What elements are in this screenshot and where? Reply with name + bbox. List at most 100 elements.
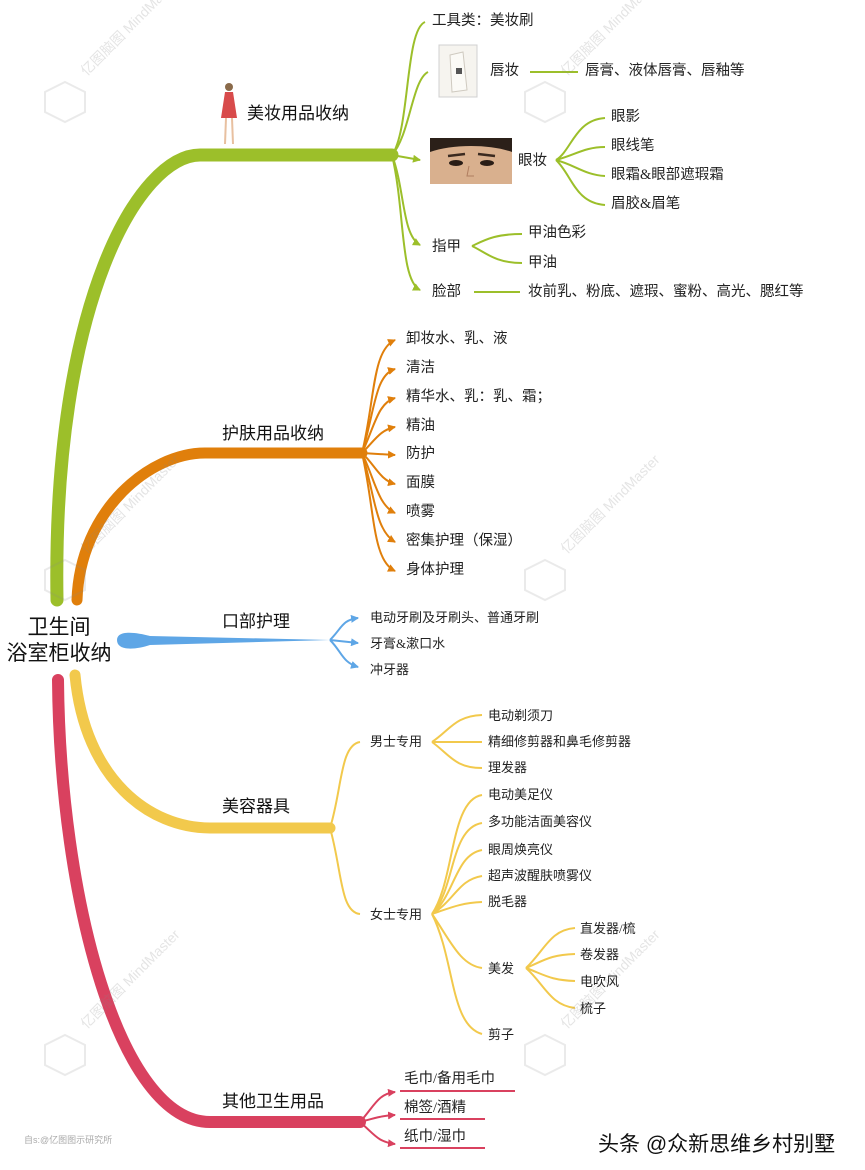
- branch-other-line: [52, 674, 366, 1128]
- skincare-item: 清洁: [406, 360, 435, 376]
- men-fork-3: [431, 741, 483, 769]
- makeup-fork-lips: [391, 71, 429, 156]
- nails-fork-2: [471, 245, 523, 264]
- branch-beauty-line: [69, 669, 336, 834]
- beauty-hair-item: 卷发器: [580, 947, 620, 962]
- men-fork-1: [431, 714, 483, 743]
- women-fork-4: [431, 875, 483, 915]
- branch-skincare-label: 护肤用品收纳: [222, 424, 324, 443]
- beauty-women-item: 脱毛器: [488, 894, 528, 909]
- hair-fork-4: [525, 967, 576, 1009]
- hair-fork-1: [525, 927, 576, 969]
- skincare-item: 密集护理（保湿）: [406, 533, 522, 549]
- oral-item: 冲牙器: [370, 662, 410, 677]
- skincare-fork-6: [361, 452, 396, 487]
- beauty-women-item: 超声波醒肤喷雾仪: [488, 868, 593, 883]
- skincare-fork-7: [361, 452, 396, 514]
- makeup-eyes-item: 眼影: [611, 109, 640, 125]
- skincare-fork-9: [361, 452, 396, 572]
- skincare-item: 面膜: [406, 475, 435, 491]
- makeup-fork-eyes: [391, 154, 421, 163]
- branch-oral-label: 口部护理: [222, 612, 290, 631]
- makeup-eyes-label: 眼妆: [518, 153, 547, 169]
- oral-fork-2: [329, 638, 359, 647]
- root-line2: 浴室柜收纳: [6, 641, 112, 666]
- beauty-women-item: 眼周焕亮仪: [488, 842, 554, 857]
- skincare-fork-5: [361, 450, 396, 459]
- eyes-photo-icon: [430, 138, 512, 184]
- woman-figure-icon: [221, 83, 237, 145]
- other-fork-1: [359, 1088, 396, 1123]
- beauty-men-item: 精细修剪器和鼻毛修剪器: [488, 734, 632, 749]
- makeup-fork-tools: [391, 21, 426, 156]
- makeup-eyes-item: 眼线笔: [611, 138, 655, 154]
- other-fork-2: [359, 1111, 396, 1123]
- women-fork-hair: [431, 913, 483, 969]
- beauty-fork-men: [329, 741, 361, 829]
- beauty-women-label: 女士专用: [370, 907, 423, 922]
- makeup-nails-item: 甲油色彩: [528, 225, 586, 241]
- branch-skincare-line: [71, 447, 368, 606]
- skincare-fork-3: [361, 396, 396, 454]
- oral-fork-3: [329, 639, 359, 669]
- beauty-men-item: 理发器: [488, 760, 528, 775]
- skincare-item: 精华水、乳：乳、霜；: [406, 389, 551, 405]
- makeup-nails-label: 指甲: [432, 239, 461, 255]
- other-item: 棉签/酒精: [404, 1100, 467, 1116]
- beauty-scissors-label: 剪子: [488, 1027, 515, 1042]
- beauty-hair-item: 直发器/梳: [580, 921, 636, 936]
- makeup-face-detail: 妆前乳、粉底、遮瑕、蜜粉、高光、腮红等: [528, 284, 804, 300]
- makeup-fork-face: [391, 154, 421, 291]
- hair-fork-2: [525, 953, 576, 969]
- beauty-men-item: 电动剃须刀: [488, 708, 554, 723]
- branch-other-label: 其他卫生用品: [222, 1092, 324, 1111]
- branch-beauty-label: 美容器具: [222, 797, 290, 816]
- footer-credit: 头条 @众新思维乡村别墅: [598, 1133, 836, 1156]
- women-fork-2: [431, 822, 483, 915]
- beauty-hair-item: 梳子: [580, 1001, 607, 1016]
- oral-item: 电动牙刷及牙刷头、普通牙刷: [370, 610, 540, 625]
- hair-fork-3: [525, 967, 576, 982]
- beauty-women-item: 电动美足仪: [488, 787, 554, 802]
- women-fork-1: [431, 794, 483, 915]
- branch-makeup-line: [50, 148, 399, 607]
- skincare-item: 身体护理: [406, 562, 464, 578]
- beauty-hair-item: 电吹风: [580, 974, 620, 989]
- watermark-logo-icon: [44, 80, 566, 1077]
- makeup-lips-label: 唇妆: [490, 63, 519, 79]
- eyes-fork-2: [555, 146, 606, 161]
- eyes-fork-4: [555, 159, 606, 206]
- makeup-fork-nails: [391, 154, 421, 246]
- oral-item: 牙膏&漱口水: [370, 636, 446, 651]
- makeup-nails-item: 甲油: [528, 255, 557, 271]
- skincare-item: 卸妆水、乳、液: [406, 331, 508, 347]
- women-fork-5: [431, 901, 483, 915]
- skincare-item: 喷雾: [406, 504, 435, 520]
- beauty-men-label: 男士专用: [370, 734, 423, 749]
- skincare-fork-4: [361, 424, 396, 454]
- root-line1: 卫生间: [27, 615, 91, 639]
- makeup-lips-detail: 唇膏、液体唇膏、唇釉等: [585, 63, 745, 79]
- eyes-fork-3: [555, 159, 606, 177]
- root-topic: 卫生间 浴室柜收纳: [4, 614, 114, 667]
- oral-fork-1: [329, 614, 359, 641]
- women-fork-scissors: [431, 913, 483, 1035]
- source-credit-small: 自s:@亿图图示研究所: [24, 1135, 113, 1145]
- other-item: 毛巾/备用毛巾: [404, 1071, 496, 1087]
- lipstick-product-icon: [438, 44, 478, 98]
- skincare-fork-2: [361, 367, 396, 454]
- skincare-item: 防护: [406, 446, 435, 462]
- makeup-face-label: 脸部: [432, 284, 461, 300]
- makeup-eyes-item: 眉胶&眉笔: [611, 196, 681, 212]
- eyes-fork-1: [555, 117, 606, 161]
- other-item: 纸巾/湿巾: [404, 1129, 467, 1145]
- branch-makeup-label: 美妆用品收纳: [247, 104, 349, 123]
- other-fork-3: [359, 1121, 396, 1148]
- branch-oral-line: [117, 632, 330, 649]
- nails-fork-1: [471, 233, 523, 247]
- skincare-item: 精油: [406, 418, 435, 434]
- women-fork-3: [431, 849, 483, 915]
- makeup-tools-label: 工具类：美妆刷: [432, 13, 534, 29]
- makeup-eyes-item: 眼霜&眼部遮瑕霜: [611, 167, 724, 183]
